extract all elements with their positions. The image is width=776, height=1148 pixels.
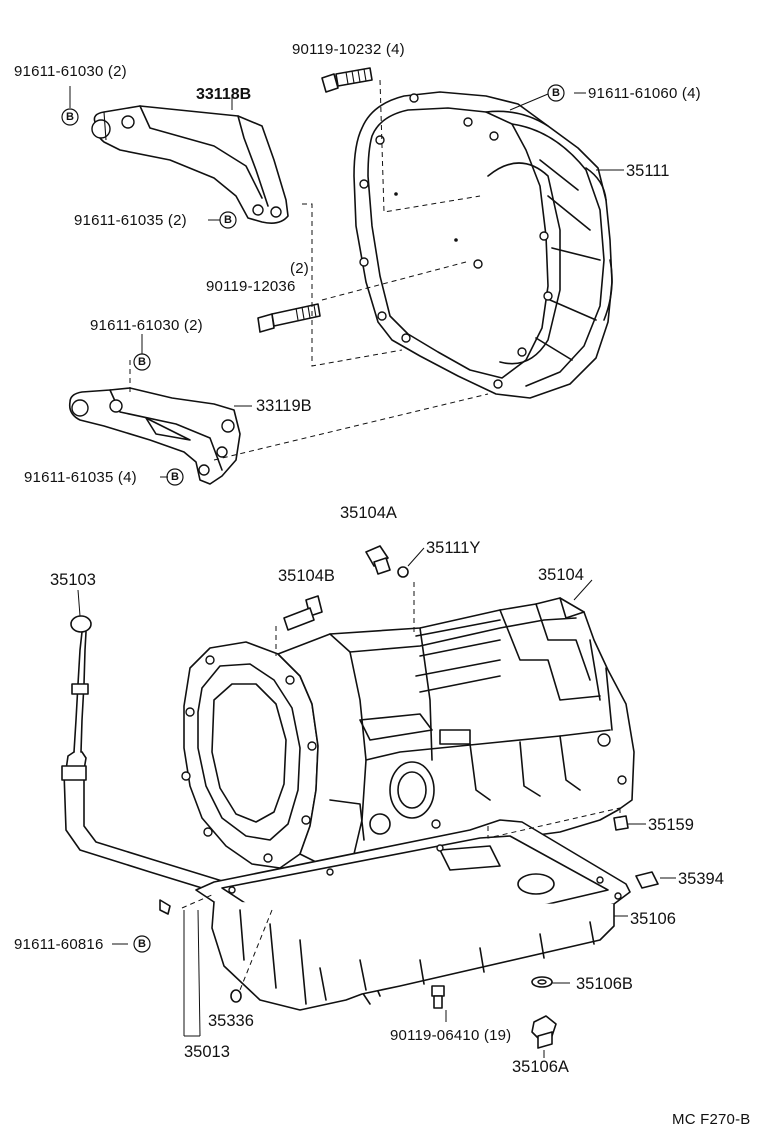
badge-b-5: B	[166, 468, 184, 486]
label-35104a: 35104A	[340, 504, 397, 522]
label-35106: 35106	[630, 910, 676, 928]
svg-text:B: B	[66, 111, 74, 123]
label-35103: 35103	[50, 571, 96, 589]
badge-b-4: B	[133, 353, 151, 371]
dipstick-35103	[65, 615, 92, 771]
label-91611-61060: 91611-61060 (4)	[588, 85, 701, 102]
plug-35159	[613, 815, 629, 831]
footer-code: MC F270-B	[672, 1111, 751, 1128]
gasket-35106b	[531, 976, 553, 988]
badge-b-6: B	[133, 935, 151, 953]
label-35106b: 35106B	[576, 975, 633, 993]
badge-b-2: B	[547, 84, 565, 102]
label-90119-12036-qty: (2)	[290, 260, 309, 277]
leader-lines-top	[69, 86, 624, 478]
bracket-33119b	[68, 387, 241, 485]
label-91611-61030-top: 91611-61030 (2)	[14, 63, 127, 80]
assembly-lines-bottom	[181, 582, 621, 991]
label-91611-61030-mid: 91611-61030 (2)	[90, 317, 203, 334]
bolt-90119-12036	[257, 303, 321, 333]
label-35111y: 35111Y	[426, 539, 480, 557]
label-33118b: 33118B	[196, 86, 251, 103]
bolt-90119-10232	[321, 67, 373, 93]
bracket-33118b	[91, 105, 289, 224]
label-35159: 35159	[648, 816, 694, 834]
assembly-lines-top	[129, 79, 489, 461]
label-35013: 35013	[184, 1043, 230, 1061]
badge-b-1: B	[61, 108, 79, 126]
label-91611-60816: 91611-60816	[14, 936, 104, 953]
bolt-90119-06410	[431, 985, 445, 1009]
svg-text:B: B	[224, 214, 232, 226]
drain-plug-35106a	[531, 1015, 557, 1049]
o-ring-35336	[230, 989, 242, 1003]
label-35104: 35104	[538, 566, 584, 584]
label-35106a: 35106A	[512, 1058, 569, 1076]
o-ring-35111y	[397, 566, 409, 578]
svg-text:B: B	[171, 471, 179, 483]
label-35104b: 35104B	[278, 567, 335, 585]
label-90119-10232: 90119-10232 (4)	[292, 41, 405, 58]
bell-housing-35111	[353, 91, 613, 399]
label-35111: 35111	[626, 162, 669, 180]
label-90119-12036: 90119-12036	[206, 278, 296, 295]
svg-text:B: B	[138, 938, 146, 950]
elbow-35104b	[283, 595, 323, 631]
label-91611-61035-top: 91611-61035 (2)	[74, 212, 187, 229]
leader-lines-bottom	[77, 547, 676, 1058]
svg-text:B: B	[138, 356, 146, 368]
svg-text:B: B	[552, 87, 560, 99]
label-91611-61035-mid: 91611-61035 (4)	[24, 469, 137, 486]
filter-35394	[635, 871, 659, 889]
label-90119-06410: 90119-06410 (19)	[390, 1027, 511, 1044]
transmission-case-35104	[181, 597, 635, 869]
plug-35104a	[365, 545, 391, 575]
oil-pan-35106	[195, 819, 631, 1011]
label-35336: 35336	[208, 1012, 254, 1030]
badge-b-3: B	[219, 211, 237, 229]
label-35394: 35394	[678, 870, 724, 888]
label-33119b: 33119B	[256, 397, 312, 415]
